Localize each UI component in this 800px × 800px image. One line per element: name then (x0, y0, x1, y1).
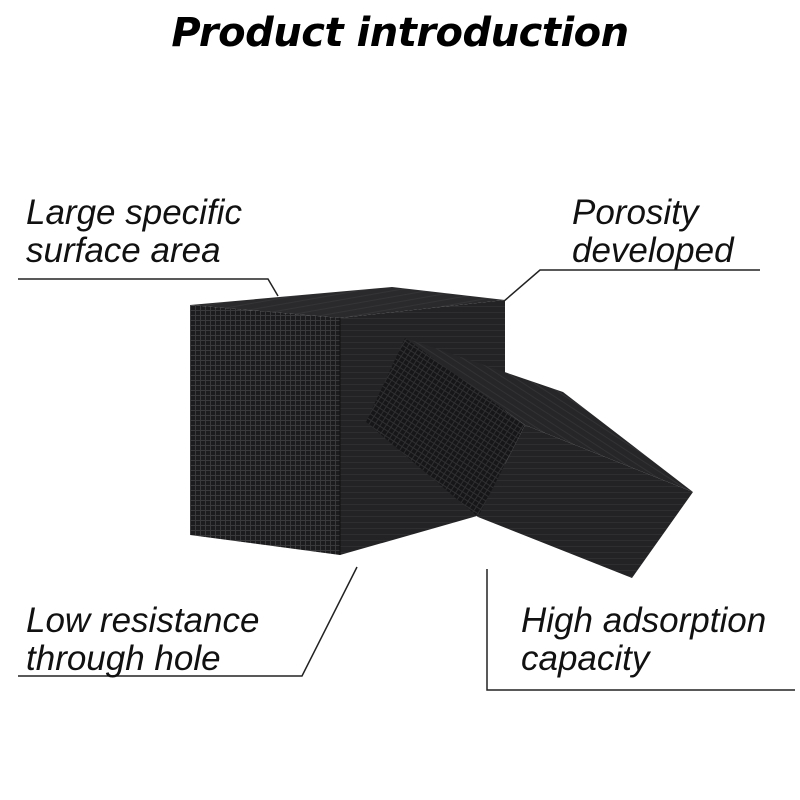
tilted-honeycomb-block (366, 338, 693, 578)
callout-text-line: surface area (26, 231, 221, 270)
callout-low-resistance-through-hole: Low resistance through hole (26, 602, 259, 678)
callout-high-adsorption-capacity: High adsorption capacity (521, 602, 766, 678)
callout-text-line: through hole (26, 639, 221, 678)
leader-line-top-right (502, 269, 760, 303)
callout-text-line: capacity (521, 639, 650, 678)
block-end-face (366, 338, 525, 517)
leader-line-bottom-left (18, 566, 358, 677)
callout-leader-lines (18, 269, 795, 691)
callout-text-line: Porosity (572, 193, 699, 232)
callout-text-line: Low resistance (26, 601, 260, 640)
callout-porosity-developed: Porosity developed (572, 194, 734, 270)
callout-text-line: High adsorption (521, 601, 767, 640)
callout-large-specific-surface-area: Large specific surface area (26, 194, 242, 270)
callout-text-line: Large specific (26, 193, 242, 232)
callout-text-line: developed (572, 231, 734, 270)
block-top-face (405, 338, 693, 492)
block-side-face (478, 425, 693, 578)
cube-front-face (190, 305, 340, 555)
leader-line-bottom-right (486, 569, 795, 691)
cube-top-face (190, 287, 505, 318)
leader-line-top-left (18, 278, 279, 297)
page-title: Product introduction (171, 10, 629, 56)
